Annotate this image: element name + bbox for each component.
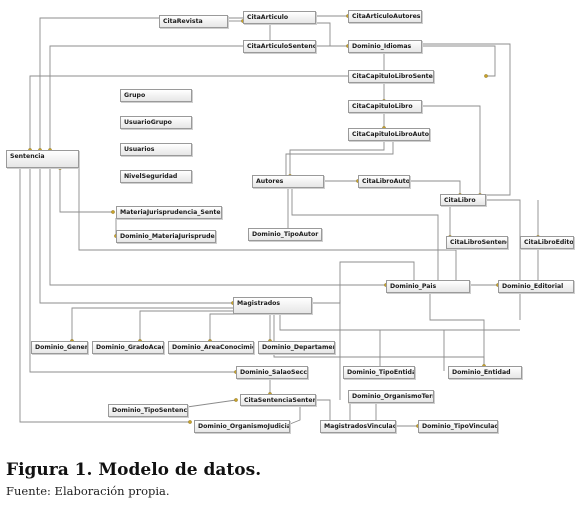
link xyxy=(422,105,481,195)
link xyxy=(273,314,485,366)
entity-cita-libro-editor: CitaLibroEditor xyxy=(520,236,574,249)
entity-magistrados-vinculacion: MagistradosVinculacion xyxy=(320,420,396,433)
link xyxy=(29,168,236,373)
link xyxy=(29,75,348,150)
link xyxy=(139,310,233,341)
link xyxy=(279,314,445,371)
entity-dominio-tipo-vinculacion: Dominio_TipoVinculacion xyxy=(418,420,498,433)
link xyxy=(71,307,233,341)
entity-grupo: Grupo xyxy=(120,89,192,102)
key-marker xyxy=(111,210,115,214)
figure-caption-source: Fuente: Elaboración propia. xyxy=(6,484,170,498)
key-marker xyxy=(234,398,238,402)
entity-usuarios: Usuarios xyxy=(120,143,192,156)
entity-dominio-organismo-terna: Dominio_OrganismoTerna xyxy=(348,390,434,403)
entity-autores: Autores xyxy=(252,175,324,188)
entity-cita-articulo-autores: CitaArticuloAutores xyxy=(348,10,422,23)
entity-cita-capitulo-libro: CitaCapituloLibro xyxy=(348,100,422,113)
entity-usuario-grupo: UsuarioGrupo xyxy=(120,116,192,129)
figure-caption-title: Figura 1. Modelo de datos. xyxy=(6,460,262,480)
link xyxy=(49,168,386,286)
link xyxy=(19,168,190,423)
link xyxy=(379,329,520,366)
entity-dominio-materia-jurisprudencia: Dominio_MateriaJurisprudencia xyxy=(116,230,216,243)
entity-nivel-seguridad: NivelSeguridad xyxy=(120,170,192,183)
link xyxy=(316,399,331,424)
entity-cita-capitulo-libro-sentencia: CitaCapituloLibroSentencia xyxy=(348,70,434,83)
entity-cita-articulo: CitaArticulo xyxy=(243,11,316,24)
entity-dominio-departamentos: Dominio_Departamentos xyxy=(258,341,335,354)
link xyxy=(429,291,485,366)
entity-dominio-area-conocimiento: Dominio_AreaConocimiento xyxy=(168,341,254,354)
link xyxy=(422,45,496,77)
link xyxy=(316,22,348,47)
entity-dominio-tipo-sentencia: Dominio_TipoSentencia xyxy=(108,404,188,417)
entity-sentencia: Sentencia xyxy=(6,150,79,168)
entity-dominio-genero: Dominio_Genero xyxy=(31,341,88,354)
entity-cita-revista: CitaRevista xyxy=(159,15,228,28)
entity-dominio-tipo-entidad: Dominio_TipoEntidad xyxy=(343,366,415,379)
entity-dominio-entidad: Dominio_Entidad xyxy=(448,366,522,379)
link xyxy=(39,168,233,304)
link xyxy=(410,180,461,195)
link xyxy=(39,17,243,150)
entity-cita-capitulo-libro-autores: CitaCapituloLibroAutores xyxy=(348,128,430,141)
key-marker xyxy=(188,420,192,424)
entity-magistrados: Magistrados xyxy=(233,297,312,314)
link xyxy=(49,45,243,150)
entity-cita-libro-autores: CitaLibroAutores xyxy=(358,175,410,188)
link xyxy=(59,168,113,213)
link xyxy=(422,43,511,196)
data-model-diagram: CitaRevista CitaArticulo CitaArticuloAut… xyxy=(6,10,574,433)
entity-dominio-organismo-judicial: Dominio_OrganismoJudicial xyxy=(194,420,290,433)
entity-dominio-sala-seccion: Dominio_SalaoSeccion xyxy=(236,366,308,379)
link xyxy=(78,168,457,282)
entity-dominio-idiomas: Dominio_Idiomas xyxy=(348,40,422,53)
link xyxy=(291,187,439,282)
link xyxy=(339,261,415,400)
entity-dominio-tipo-autor: Dominio_TipoAutor xyxy=(248,228,322,241)
key-marker xyxy=(484,74,488,78)
link xyxy=(209,313,250,341)
link xyxy=(312,300,341,304)
entity-cita-libro: CitaLibro xyxy=(440,194,486,206)
link xyxy=(289,140,385,176)
entity-cita-sentencia-sentencia: CitaSentenciaSentencia xyxy=(240,394,316,406)
link xyxy=(285,140,394,176)
link xyxy=(470,199,521,320)
entity-dominio-pais: Dominio_Pais xyxy=(386,280,470,293)
entity-materia-jurisprudencia-sentencias: MateriaJurisprudencia_Sentencias xyxy=(116,206,222,219)
entity-cita-libro-sentencia: CitaLibroSentencia xyxy=(446,236,508,249)
link xyxy=(289,406,301,425)
entity-dominio-editorial: Dominio_Editorial xyxy=(498,280,574,293)
entity-dominio-grado-academ: Dominio_GradoAcadem xyxy=(92,341,164,354)
entity-cita-articulo-sentencia: CitaArticuloSentencia xyxy=(243,40,316,53)
